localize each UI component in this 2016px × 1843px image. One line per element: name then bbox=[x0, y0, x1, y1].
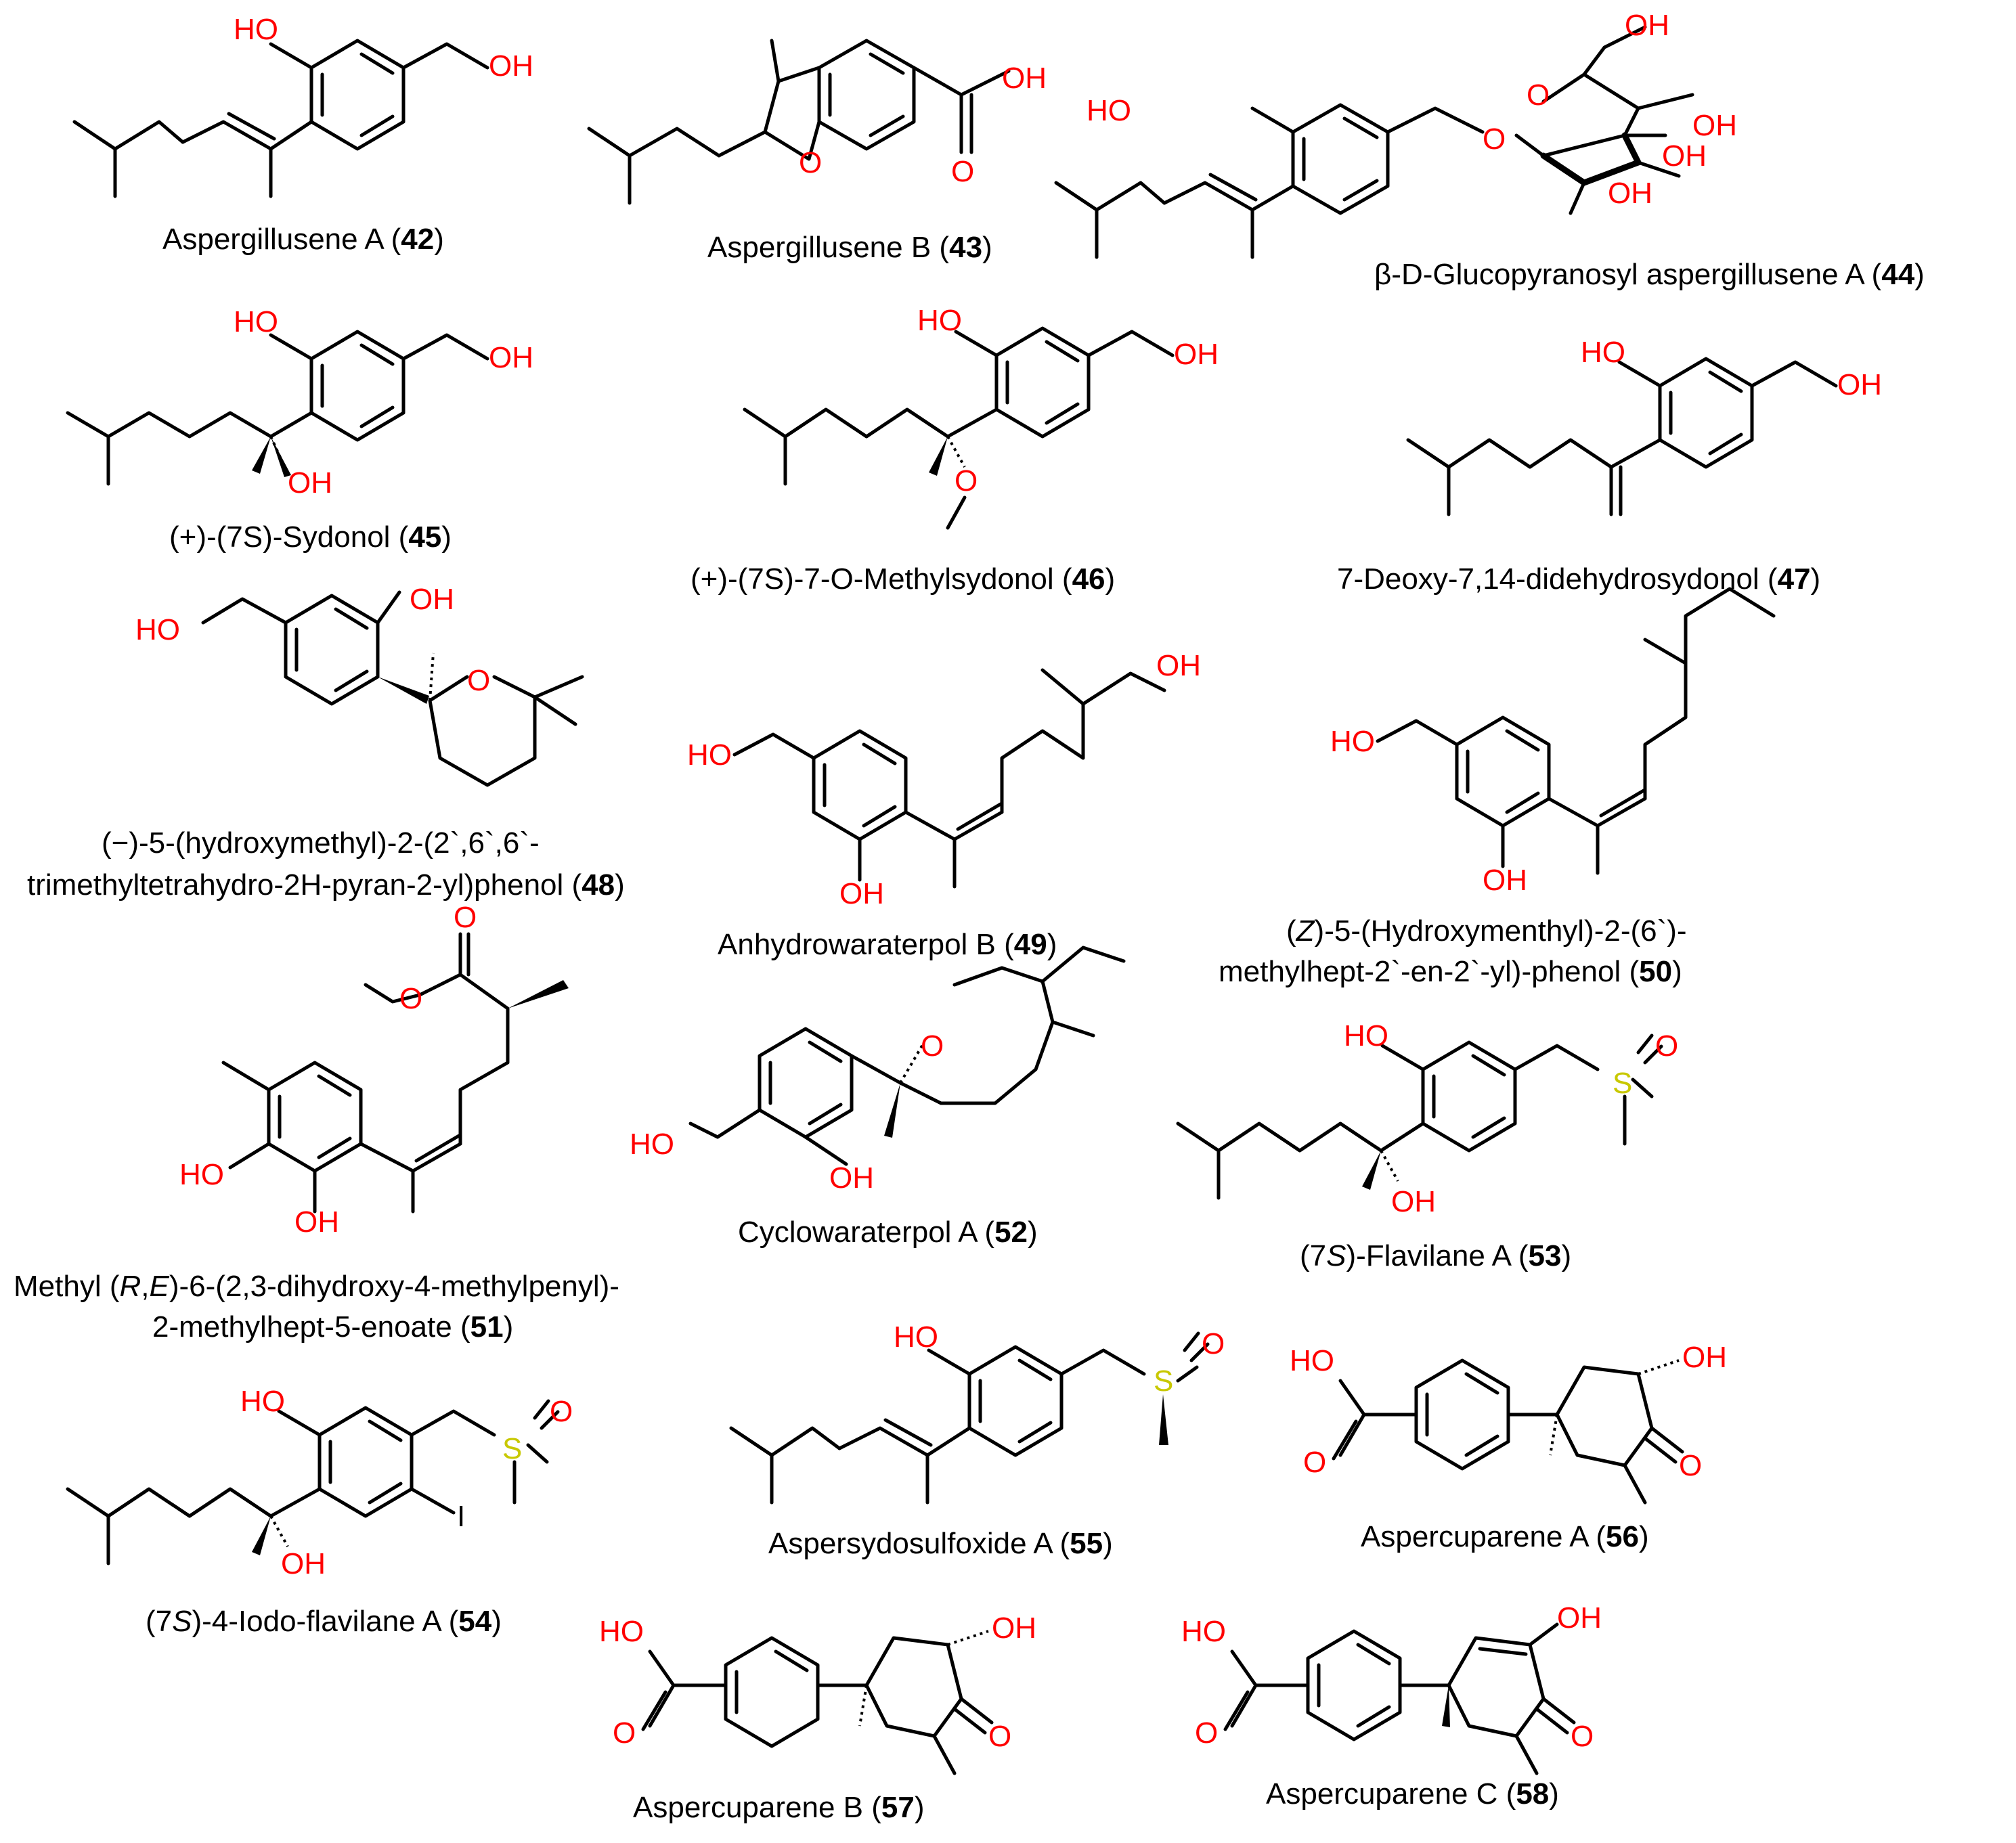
hydroxyl-label: HO bbox=[630, 1128, 674, 1161]
sulfoxide-oxygen: O bbox=[1655, 1029, 1678, 1063]
hydroxyl-label: OH bbox=[410, 583, 454, 616]
carbonyl-oxygen: O bbox=[454, 901, 477, 934]
hydroxyl-label: HO bbox=[179, 1158, 224, 1191]
sulfoxide-oxygen: O bbox=[1202, 1327, 1225, 1360]
hydroxyl-label: HO bbox=[687, 738, 732, 772]
caption-48-line2: trimethyltetrahydro-2H-pyran-2-yl)phenol… bbox=[27, 868, 625, 902]
carbonyl-oxygen: O bbox=[951, 155, 974, 188]
hydroxyl-label: OH bbox=[1156, 649, 1201, 682]
hydroxyl-label: HO bbox=[599, 1615, 644, 1648]
caption-43: Aspergillusene B (43) bbox=[707, 231, 992, 264]
hydroxyl-label: HO bbox=[1330, 725, 1375, 758]
caption-51-line2: 2-methylhept-5-enoate (51) bbox=[152, 1310, 513, 1344]
structure-45: HO OH OH (+)-(7S)-Sydonol (45) bbox=[66, 305, 533, 554]
hydroxyl-label: HO bbox=[1581, 336, 1625, 369]
caption-54: (7S)-4-Iodo-flavilane A (54) bbox=[146, 1605, 502, 1638]
structure-44: HO O O OH OH OH OH β-D-Glucopyranosyl as… bbox=[1054, 9, 1925, 291]
hydroxyl-label: HO bbox=[894, 1320, 938, 1354]
caption-51-line1: Methyl (R,E)-6-(2,3-dihydroxy-4-methylpe… bbox=[14, 1270, 619, 1303]
caption-53: (7S)-Flavilane A (53) bbox=[1300, 1239, 1571, 1272]
caption-55: Aspersydosulfoxide A (55) bbox=[768, 1527, 1113, 1560]
structure-46: HO OH O (+)-(7S)-7-O-Methylsydonol (46) bbox=[691, 304, 1219, 596]
caption-45: (+)-(7S)-Sydonol (45) bbox=[169, 520, 452, 554]
structure-47: HO OH 7-Deoxy-7,14-didehydrosydonol (47) bbox=[1337, 336, 1882, 596]
oxepane-oxygen: O bbox=[921, 1029, 944, 1063]
structure-50: HO OH (Z)-5-(Hydroxymenthyl)-2-(6`)- met… bbox=[1219, 587, 1776, 988]
caption-48-line1: (−)-5-(hydroxymethyl)-2-(2`,6`,6`- bbox=[102, 826, 540, 860]
structure-57: HO O OH O Aspercuparene B (57) bbox=[599, 1612, 1036, 1824]
caption-56: Aspercuparene A (56) bbox=[1361, 1520, 1649, 1553]
ketone-oxygen: O bbox=[988, 1720, 1011, 1753]
carbonyl-oxygen: O bbox=[613, 1716, 636, 1750]
ether-oxygen: O bbox=[1483, 123, 1506, 156]
hydroxyl-label: HO bbox=[1181, 1615, 1226, 1648]
sulfoxide-sulfur: S bbox=[1154, 1364, 1173, 1398]
hydroxyl-label: OH bbox=[1557, 1601, 1602, 1635]
hydroxyl-label: HO bbox=[1290, 1344, 1334, 1377]
hydroxyl-label: OH bbox=[1483, 864, 1527, 897]
caption-49: Anhydrowaraterpol B (49) bbox=[718, 928, 1057, 961]
caption-50-line2: methylhept-2`-en-2`-yl)-phenol (50) bbox=[1219, 955, 1682, 988]
hydroxyl-label: OH bbox=[1662, 139, 1707, 173]
caption-46: (+)-(7S)-7-O-Methylsydonol (46) bbox=[691, 562, 1115, 596]
hydroxyl-label: OH bbox=[1692, 109, 1737, 142]
structure-54: HO S O I OH (7S)-4-Iodo-flavilane A (54) bbox=[66, 1385, 573, 1638]
caption-50-line1: (Z)-5-(Hydroxymenthyl)-2-(6`)- bbox=[1286, 914, 1687, 948]
carbonyl-oxygen: O bbox=[1303, 1446, 1326, 1479]
structure-52: O HO OH Cyclowaraterpol A (52) bbox=[630, 946, 1126, 1249]
pyran-oxygen: O bbox=[467, 664, 490, 697]
hydroxyl-label: HO bbox=[1087, 94, 1131, 127]
caption-42: Aspergillusene A (42) bbox=[162, 223, 444, 256]
hydroxyl-label: OH bbox=[1391, 1185, 1436, 1218]
hydroxyl-label: OH bbox=[839, 877, 884, 910]
caption-52: Cyclowaraterpol A (52) bbox=[738, 1216, 1038, 1249]
structure-49: HO OH OH Anhydrowaraterpol B (49) bbox=[687, 649, 1201, 961]
structure-42: HO OH Aspergillusene A (42) bbox=[72, 13, 533, 256]
hydroxyl-label: HO bbox=[917, 304, 962, 337]
caption-47: 7-Deoxy-7,14-didehydrosydonol (47) bbox=[1337, 562, 1820, 596]
hydroxyl-label: OH bbox=[1682, 1341, 1727, 1374]
structure-55: HO S O Aspersydosulfoxide A (55) bbox=[729, 1320, 1225, 1560]
sulfoxide-oxygen: O bbox=[550, 1395, 573, 1428]
hydroxyl-label: HO bbox=[234, 305, 278, 338]
sulfoxide-sulfur: S bbox=[502, 1432, 522, 1465]
carbonyl-oxygen: O bbox=[1195, 1716, 1218, 1750]
hydroxyl-label: HO bbox=[240, 1385, 285, 1418]
hydroxyl-label: OH bbox=[288, 466, 332, 499]
hydroxyl-label: HO bbox=[1344, 1019, 1388, 1052]
hydroxyl-label: OH bbox=[489, 341, 533, 374]
ketone-oxygen: O bbox=[1571, 1720, 1594, 1753]
ester-oxygen: O bbox=[399, 982, 422, 1015]
structure-56: HO O OH O Aspercuparene A (56) bbox=[1290, 1341, 1727, 1553]
sulfoxide-sulfur: S bbox=[1613, 1067, 1632, 1100]
hydroxyl-label: OH bbox=[281, 1547, 326, 1580]
hydroxyl-label: OH bbox=[1837, 368, 1882, 401]
furan-oxygen: O bbox=[799, 146, 822, 179]
hydroxyl-label: OH bbox=[1002, 62, 1047, 95]
structure-51: O O HO OH Methyl (R,E)-6-(2,3-dihydroxy-… bbox=[14, 901, 619, 1344]
methoxy-oxygen: O bbox=[955, 464, 978, 497]
structure-53: HO S O OH (7S)-Flavilane A (53) bbox=[1176, 1019, 1678, 1272]
hydroxyl-label: OH bbox=[294, 1205, 339, 1239]
structure-43: O OH O Aspergillusene B (43) bbox=[587, 39, 1047, 264]
hydroxyl-label: OH bbox=[1608, 177, 1652, 210]
hydroxyl-label: OH bbox=[489, 49, 533, 83]
structure-48: OH HO O (−)-5-(hydroxymethyl)-2-(2`,6`,6… bbox=[27, 583, 625, 902]
hydroxyl-label: OH bbox=[992, 1612, 1036, 1645]
iodine-label: I bbox=[457, 1500, 465, 1533]
structure-58: HO O OH O Aspercuparene C (58) bbox=[1181, 1601, 1602, 1811]
caption-58: Aspercuparene C (58) bbox=[1266, 1777, 1559, 1811]
hydroxyl-label: OH bbox=[829, 1161, 874, 1195]
caption-57: Aspercuparene B (57) bbox=[633, 1791, 925, 1824]
hydroxyl-label: HO bbox=[234, 13, 278, 46]
hydroxyl-label: OH bbox=[1174, 338, 1219, 371]
hydroxyl-label: OH bbox=[1625, 9, 1669, 42]
ketone-oxygen: O bbox=[1679, 1449, 1702, 1482]
hydroxyl-label: HO bbox=[135, 613, 180, 646]
ring-oxygen: O bbox=[1527, 79, 1550, 112]
caption-44: β-D-Glucopyranosyl aspergillusene A (44) bbox=[1374, 258, 1925, 291]
